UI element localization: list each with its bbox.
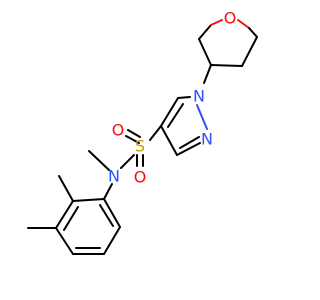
bond-c3-n2 <box>176 142 201 156</box>
bond-c5-c4 <box>160 97 179 127</box>
bond-c4-s <box>149 125 162 141</box>
bond-s-o-left-b <box>125 135 140 144</box>
bond-c4-c3 <box>160 125 178 156</box>
bond-ar-2-3 <box>55 200 74 229</box>
benzene-ring <box>27 175 121 255</box>
atom-o-tetrahydrofuran: O <box>224 9 237 28</box>
atom-o-sulfonyl-left: O <box>112 121 125 140</box>
bond-o-c2 <box>210 19 223 26</box>
n-methyl-aryl <box>88 150 113 200</box>
bond-n1-n2 <box>196 104 208 130</box>
bond-ar-methyl-1 <box>58 175 74 202</box>
bond-c5-c4 <box>241 36 258 67</box>
atom-o-sulfonyl-bottom: O <box>134 168 147 187</box>
bond-c5-c4-double <box>167 103 184 128</box>
bond-ar-6-1 <box>103 198 121 228</box>
bond-c5-c4-a <box>248 27 258 38</box>
structure-diagram: N N O S O O N <box>27 9 258 255</box>
bond-o-c5 <box>237 19 250 29</box>
molecule-canvas: N N O S O O N <box>27 9 258 255</box>
bond-ar-5-6 <box>103 226 121 255</box>
bond-s-o-left-a <box>127 129 141 138</box>
bond-c2-o-half <box>198 24 212 40</box>
atom-s-sulfonyl: S <box>135 137 145 156</box>
bond-ar-6-1-double <box>99 204 114 227</box>
atom-n-pyrazole-1: N <box>193 87 205 106</box>
bond-s-n <box>120 154 135 169</box>
sulfonyl-group <box>120 125 162 169</box>
bond-n-aryl <box>103 183 113 200</box>
bond-c3-c2 <box>198 38 212 66</box>
bond-ar-3-4 <box>55 227 74 255</box>
atom-n-pyrazole-2: N <box>201 130 213 149</box>
bond-ar-1-2 <box>72 198 105 202</box>
bond-c4-c3 <box>210 64 243 67</box>
bond-ar-2-3-double <box>63 206 79 231</box>
bond-n1-c5-half <box>177 96 191 99</box>
atom-n-sulfonamide: N <box>108 167 120 186</box>
pyrazole-ring <box>160 96 208 156</box>
tetrahydrofuran-ring <box>198 19 258 67</box>
bond-n-methyl <box>88 150 110 171</box>
bond-thf-npyrazole <box>203 64 212 84</box>
bond-c3-n2-double <box>179 136 200 149</box>
